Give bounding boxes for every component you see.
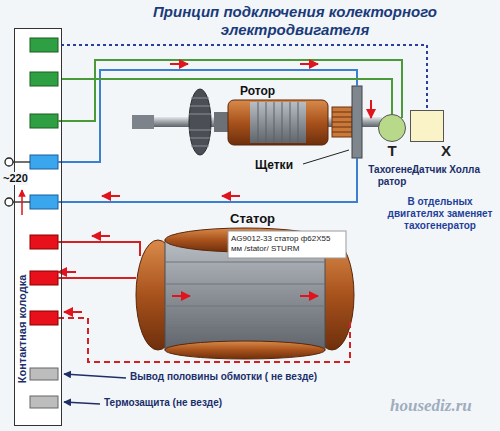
part-name: Ротор <box>240 84 275 98</box>
block-ground <box>14 28 62 426</box>
terminal <box>30 38 58 52</box>
part-name: Щетки <box>255 158 293 172</box>
wire <box>58 158 357 202</box>
terminal <box>30 114 58 128</box>
mains-pin <box>5 158 13 166</box>
wire-connector <box>61 79 392 114</box>
core-laminations <box>165 262 325 328</box>
pointer-arrow <box>64 402 100 404</box>
shaft-spline <box>132 115 154 129</box>
voltage-label: ~220 <box>3 172 28 185</box>
part-name: Датчик Холла <box>410 164 482 176</box>
wires <box>58 60 402 362</box>
contact-block: Контактная колодка <box>14 28 62 426</box>
part-name: Статор <box>230 211 275 227</box>
watermark: housediz.ru <box>390 396 472 416</box>
stator-illustration <box>136 228 354 359</box>
leader-line <box>303 150 349 164</box>
mains-wire <box>13 161 30 162</box>
commutator-bars <box>332 112 352 132</box>
bearing <box>214 112 228 132</box>
wire <box>58 60 402 121</box>
current-arrows <box>58 64 371 312</box>
box-outline <box>410 110 444 142</box>
note: Вывод половины обмотки ( не везде) <box>130 371 317 383</box>
block-label: Контактная колодка <box>16 275 28 384</box>
terminal <box>30 368 58 380</box>
brushes <box>352 86 362 158</box>
title: Принцип подключения колекторного электро… <box>130 3 460 39</box>
circle-outline <box>378 114 406 142</box>
sticker-text: AG9012-33 статор ф62Х55 мм /stator/ STUR… <box>231 234 343 253</box>
wire <box>58 242 140 256</box>
blue-terminals <box>30 155 58 209</box>
red-terminals <box>30 235 58 325</box>
wire <box>58 318 350 362</box>
symbol-letter: T <box>362 142 422 159</box>
note: Термозащита (не везде) <box>104 397 222 409</box>
gear <box>189 89 211 155</box>
green-terminals <box>30 38 58 128</box>
terminal <box>30 72 58 86</box>
armature-core <box>250 102 306 143</box>
wire <box>58 277 136 279</box>
core-laminations <box>258 102 298 143</box>
pointer-arrow <box>64 374 126 378</box>
grey-terminals <box>30 368 58 408</box>
terminal <box>30 155 58 169</box>
mains-pin <box>5 198 13 206</box>
armature <box>228 100 328 145</box>
sticker <box>228 231 346 258</box>
hall-sensor-box: X Датчик Холла <box>410 110 482 176</box>
terminal <box>30 396 58 408</box>
wire-connector <box>61 45 427 110</box>
terminal <box>30 311 58 325</box>
gear-teeth <box>189 98 211 146</box>
wire <box>58 70 357 162</box>
commutator <box>332 107 352 137</box>
terminal <box>30 271 58 285</box>
terminal <box>30 235 58 249</box>
current-arrow <box>21 190 23 215</box>
winding <box>165 341 325 359</box>
note: В отдельных двигателях заменяет тахогене… <box>385 196 495 232</box>
terminal <box>30 195 58 209</box>
symbol-letter: X <box>410 142 482 159</box>
